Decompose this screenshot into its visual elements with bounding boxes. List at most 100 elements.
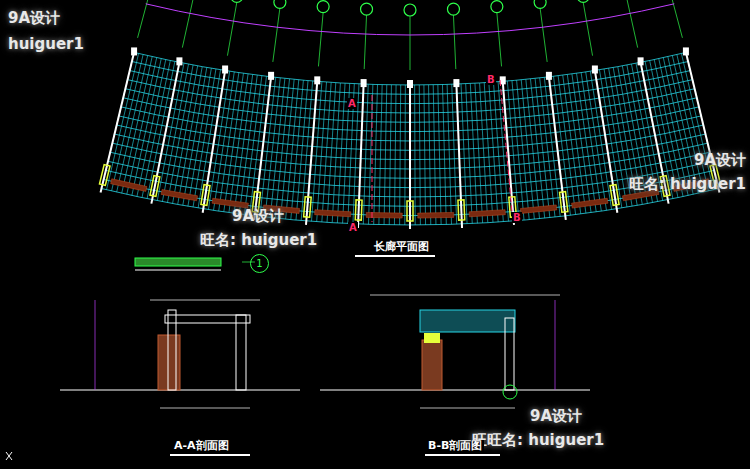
axis-line	[318, 13, 323, 67]
column	[355, 200, 362, 220]
grid-radial	[117, 56, 148, 193]
watermark: 9A设计	[694, 152, 746, 169]
grid-radial	[424, 85, 426, 225]
beam	[685, 49, 719, 193]
beam	[203, 67, 226, 213]
column-section	[236, 315, 246, 390]
grid-radial	[193, 69, 216, 207]
grid-radial	[394, 85, 396, 225]
grid-radial	[663, 58, 693, 195]
grid-radial	[604, 69, 627, 207]
planter	[212, 198, 248, 208]
grid-radial	[157, 63, 184, 200]
grid-radial	[374, 85, 378, 225]
column	[99, 165, 109, 186]
axis-line	[364, 15, 366, 69]
grid-radial	[590, 71, 611, 209]
grid-radial	[178, 67, 203, 205]
grid-radial	[379, 85, 382, 225]
axis-line	[626, 0, 638, 48]
grid-radial	[286, 80, 299, 219]
dimension-line	[160, 408, 250, 409]
column-top	[131, 47, 137, 55]
seat-block	[424, 333, 440, 343]
planter	[520, 205, 556, 213]
roof-grid-section	[420, 310, 515, 332]
grid-radial	[558, 76, 576, 215]
section-mark: B	[512, 212, 522, 223]
grid-radial	[567, 75, 586, 214]
grid-radial	[475, 83, 483, 223]
beam	[151, 58, 180, 203]
axis-line	[273, 8, 280, 62]
axis-bubble	[274, 0, 286, 8]
callout-circle: 1	[250, 254, 269, 273]
column-top	[176, 57, 182, 65]
grid-radial	[484, 83, 493, 223]
grid-radial	[107, 54, 139, 190]
beam	[101, 49, 135, 193]
axis-bubble	[361, 3, 373, 15]
brick-wall	[422, 340, 442, 390]
column-top	[407, 80, 413, 88]
grid-radial	[214, 72, 235, 210]
watermark: 9A设计	[8, 10, 60, 27]
column-top	[268, 72, 274, 80]
grid-radial	[447, 84, 451, 224]
grid-radial	[224, 73, 244, 212]
beam	[254, 73, 271, 220]
column-section	[505, 318, 514, 390]
watermark: 旺名: huiguer1	[200, 232, 317, 249]
grid-radial	[229, 74, 248, 213]
section-mark: A	[347, 98, 357, 109]
grid-radial	[384, 85, 387, 225]
grid-radial	[296, 81, 308, 220]
axis-line	[453, 15, 455, 69]
grid-radial	[599, 70, 621, 208]
column-top	[546, 72, 552, 80]
axis-bubble	[231, 0, 243, 2]
beam-section	[165, 315, 250, 323]
dimension-arc	[146, 4, 675, 35]
grid-radial	[442, 85, 446, 225]
ucs-icon	[6, 452, 12, 460]
grid-radial	[433, 85, 436, 225]
grid-radial	[512, 81, 524, 220]
column-top	[453, 79, 459, 87]
grid-radial	[322, 82, 331, 222]
callout-number: 1	[256, 258, 262, 269]
beam	[409, 81, 411, 229]
column	[304, 197, 312, 217]
dimension-line	[370, 295, 560, 296]
column-section	[168, 310, 176, 390]
column	[201, 185, 210, 206]
grid-radial	[400, 85, 401, 225]
grid-radial	[577, 73, 597, 212]
grid-radial	[173, 66, 198, 204]
planter	[111, 179, 147, 192]
column	[610, 185, 619, 206]
grid-radial	[389, 85, 391, 225]
axis-line	[583, 2, 592, 55]
grid-radial	[317, 82, 327, 222]
axis-bubble	[317, 1, 329, 13]
drawing-title: A-A剖面图	[172, 440, 231, 452]
column	[560, 192, 568, 213]
beam	[548, 73, 565, 220]
section-mark: B	[486, 74, 496, 85]
dimension-line	[420, 408, 515, 409]
grid-radial	[368, 84, 372, 224]
grid-radial	[332, 83, 340, 223]
watermark: huiguer1	[8, 36, 84, 53]
beam	[594, 67, 617, 213]
grid-radial	[429, 85, 431, 225]
axis-line	[540, 8, 547, 62]
grid-radial	[489, 82, 498, 222]
grid-radial	[540, 78, 555, 217]
grid-radial	[404, 85, 406, 225]
watermark: 旺旺名: huiguer1	[472, 432, 604, 449]
title-underline	[355, 255, 435, 257]
planter	[418, 212, 454, 218]
axis-line	[138, 0, 152, 38]
